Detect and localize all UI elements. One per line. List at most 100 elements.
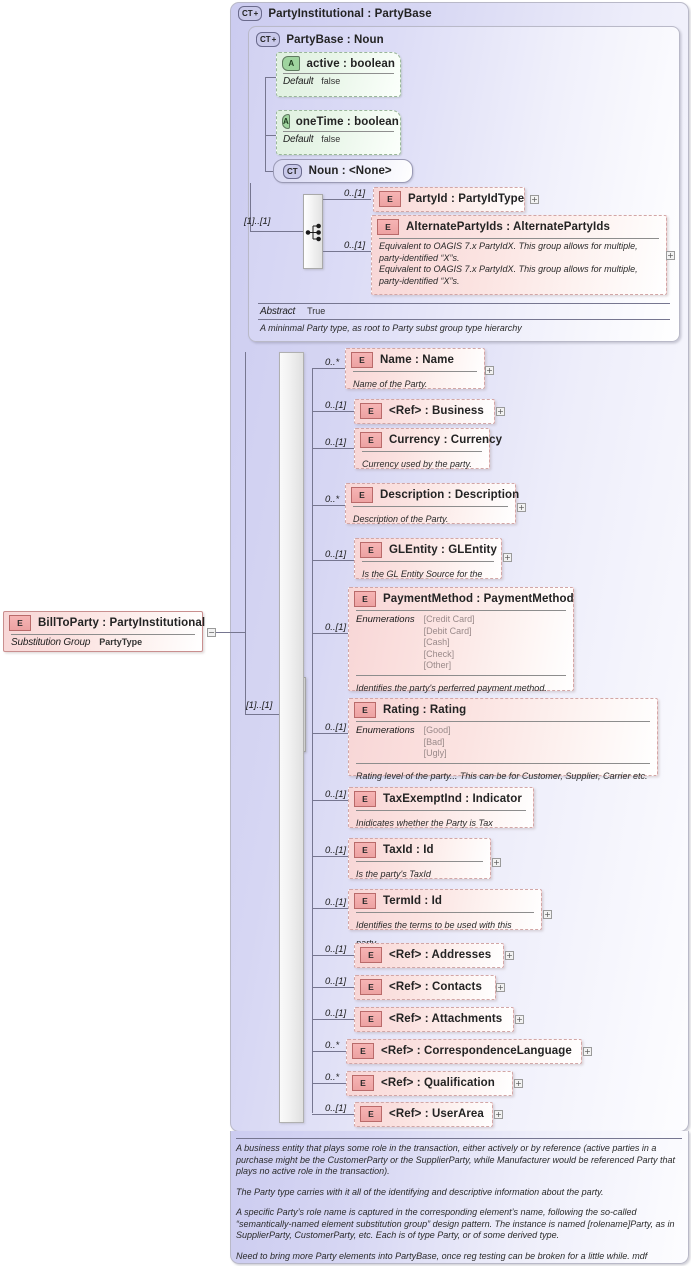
element-ref-addresses[interactable]: E <Ref> : Addresses: [354, 943, 504, 968]
element-icon: E: [360, 979, 382, 995]
divider: [356, 674, 566, 676]
connector-row: [312, 987, 354, 988]
enum-value: [Check]: [423, 648, 455, 659]
element-icon: E: [360, 432, 382, 448]
expand-glyph: +: [253, 8, 259, 18]
collapse-button-billtoparty[interactable]: −: [207, 628, 216, 637]
expand-button-userarea[interactable]: +: [494, 1110, 503, 1119]
divider: [11, 634, 195, 635]
element-title: PaymentMethod : PaymentMethod: [383, 593, 574, 605]
sequence-connector-base[interactable]: [303, 194, 323, 269]
element-icon: E: [354, 791, 376, 807]
children-spine: [312, 368, 313, 1113]
element-title: BillToParty : PartyInstitutional: [38, 617, 206, 629]
complextype-icon[interactable]: CT+: [256, 32, 281, 47]
element-icon: E: [352, 1075, 374, 1091]
connector-partyid: [323, 199, 371, 200]
element-paymentmethod[interactable]: E PaymentMethod : PaymentMethod Enumerat…: [348, 587, 574, 693]
element-name[interactable]: E Name : Name Name of the Party.: [345, 348, 485, 389]
connector-row: [312, 1083, 346, 1084]
cardinality-glentity: 0..[1]: [325, 549, 347, 560]
ct-icon-text: CT: [242, 9, 253, 18]
expand-button-name[interactable]: +: [485, 366, 494, 375]
default-label: Default: [283, 134, 314, 145]
divider: [356, 861, 483, 862]
cardinality-termid: 0..[1]: [325, 897, 347, 908]
element-ref-userarea[interactable]: E <Ref> : UserArea: [354, 1102, 493, 1127]
expand-glyph: +: [271, 34, 277, 44]
ct-icon-text: CT: [260, 35, 271, 44]
element-currency[interactable]: E Currency : Currency Currency used by t…: [354, 428, 502, 469]
noun-title: Noun : <None>: [308, 165, 392, 177]
attribute-active[interactable]: A active : boolean Default false: [276, 52, 401, 97]
connector-row: [312, 1051, 346, 1052]
enum-value: [Other]: [423, 660, 452, 670]
element-title: TaxId : Id: [383, 844, 434, 856]
element-taxid[interactable]: E TaxId : Id Is the party's TaxId: [348, 838, 491, 879]
divider: [362, 561, 494, 562]
expand-button-termid[interactable]: +: [543, 910, 552, 919]
element-icon: E: [360, 947, 382, 963]
partybase-spine: [265, 77, 266, 172]
cardinality-contacts: 0..[1]: [325, 976, 347, 987]
element-icon: E: [379, 191, 401, 207]
attribute-title: oneTime : boolean: [295, 115, 399, 128]
element-title: GLEntity : GLEntity: [389, 544, 497, 556]
element-alternatepartyids[interactable]: E AlternatePartyIds : AlternatePartyIds …: [371, 215, 667, 295]
element-icon: E: [351, 487, 373, 503]
complextype-icon: CT: [283, 163, 302, 179]
expand-button-partyid[interactable]: +: [530, 195, 539, 204]
expand-button-business[interactable]: +: [496, 407, 505, 416]
substitution-group-value: PartyType: [99, 637, 143, 647]
element-description[interactable]: E Description : Description Description …: [345, 483, 519, 524]
enum-value: [Bad]: [423, 736, 445, 747]
element-partyid[interactable]: E PartyId : PartyIdType: [373, 187, 525, 212]
element-icon: E: [354, 702, 376, 718]
element-title: Rating : Rating: [383, 704, 467, 716]
element-ref-attachments[interactable]: E <Ref> : Attachments: [354, 1007, 514, 1032]
content-group-column: [279, 352, 304, 1123]
cardinality-rating: 0..[1]: [325, 722, 347, 733]
element-billtoparty[interactable]: E BillToParty : PartyInstitutional Subst…: [3, 611, 206, 652]
element-title: <Ref> : Addresses: [389, 949, 492, 961]
cardinality-correspondencelanguage: 0..*: [325, 1040, 340, 1051]
connector-row: [312, 411, 354, 412]
expand-button-addresses[interactable]: +: [505, 951, 514, 960]
connector-row: [312, 955, 354, 956]
expand-button-glentity[interactable]: +: [503, 553, 512, 562]
element-termid[interactable]: E TermId : Id Identifies the terms to be…: [348, 889, 542, 948]
expand-button-description[interactable]: +: [517, 503, 526, 512]
expand-button-alternatepartyids[interactable]: +: [666, 251, 675, 260]
element-glentity[interactable]: E GLEntity : GLEntity Is the GL Entity S…: [354, 538, 502, 597]
expand-button-qualification[interactable]: +: [514, 1079, 523, 1088]
expand-button-contacts[interactable]: +: [496, 983, 505, 992]
element-icon: E: [354, 893, 376, 909]
element-doc-line: Equivalent to OAGIS 7.x PartyIdX. This g…: [379, 241, 638, 263]
base-seq-left-lead: [250, 231, 303, 232]
element-ref-business[interactable]: E <Ref> : Business: [354, 399, 495, 424]
divider: [283, 73, 394, 74]
cardinality-alternatepartyids: 0..[1]: [344, 240, 366, 251]
doc-paragraph: The Party type carries with it all of th…: [236, 1186, 604, 1197]
element-rating[interactable]: E Rating : Rating Enumerations [Good] [B…: [348, 698, 658, 781]
main-spine-lower: [245, 632, 246, 714]
expand-button-correspondencelanguage[interactable]: +: [583, 1047, 592, 1056]
expand-button-attachments[interactable]: +: [515, 1015, 524, 1024]
type-ref-noun[interactable]: CT Noun : <None>: [273, 159, 413, 183]
connector-row: [312, 800, 354, 801]
complextype-icon[interactable]: CT+: [238, 6, 263, 21]
element-ref-correspondencelanguage[interactable]: E <Ref> : CorrespondenceLanguage: [346, 1039, 582, 1064]
element-ref-contacts[interactable]: E <Ref> : Contacts: [354, 975, 496, 1000]
attribute-onetime[interactable]: A oneTime : boolean Default false: [276, 110, 401, 155]
connector-row: [312, 368, 345, 369]
cardinality-userarea: 0..[1]: [325, 1103, 347, 1114]
element-ref-qualification[interactable]: E <Ref> : Qualification: [346, 1071, 513, 1096]
element-taxexemptind[interactable]: E TaxExemptInd : Indicator Inidicates wh…: [348, 787, 534, 846]
cardinality-partyid: 0..[1]: [344, 188, 366, 199]
sequence-icon: [305, 223, 321, 242]
enum-value: [Debit Card]: [423, 625, 472, 636]
expand-button-taxid[interactable]: +: [492, 858, 501, 867]
connector-row: [312, 633, 354, 634]
element-icon: E: [360, 542, 382, 558]
cardinality-taxexemptind: 0..[1]: [325, 789, 347, 800]
